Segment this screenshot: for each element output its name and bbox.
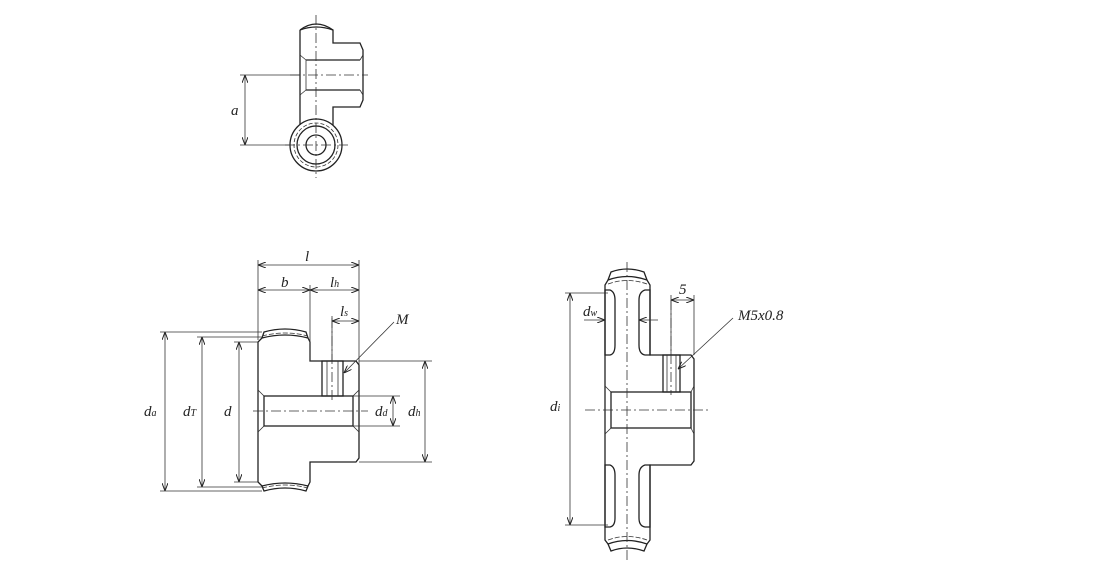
- label-thread-M5x0.8: M5x0.8: [737, 308, 784, 324]
- label-a: a: [231, 103, 239, 119]
- label-5: 5: [679, 282, 687, 298]
- top-view-worm-assembly: a: [231, 15, 368, 178]
- label-dw: dw: [583, 304, 598, 320]
- label-l: l: [305, 249, 309, 265]
- label-dd: dd: [375, 404, 389, 420]
- label-d: d: [224, 404, 232, 420]
- label-lh: lh: [330, 275, 339, 291]
- label-M: M: [395, 312, 410, 328]
- spur-gear-section: l b lh ls M da dT d dd dh: [144, 249, 432, 492]
- label-b: b: [281, 275, 289, 291]
- label-dT: dT: [183, 404, 198, 420]
- worm-wheel-section: 5 M5x0.8 dw di: [550, 262, 784, 560]
- label-ls: ls: [340, 304, 348, 320]
- label-da: da: [144, 404, 157, 420]
- label-di: di: [550, 399, 561, 415]
- label-dh: dh: [408, 404, 421, 420]
